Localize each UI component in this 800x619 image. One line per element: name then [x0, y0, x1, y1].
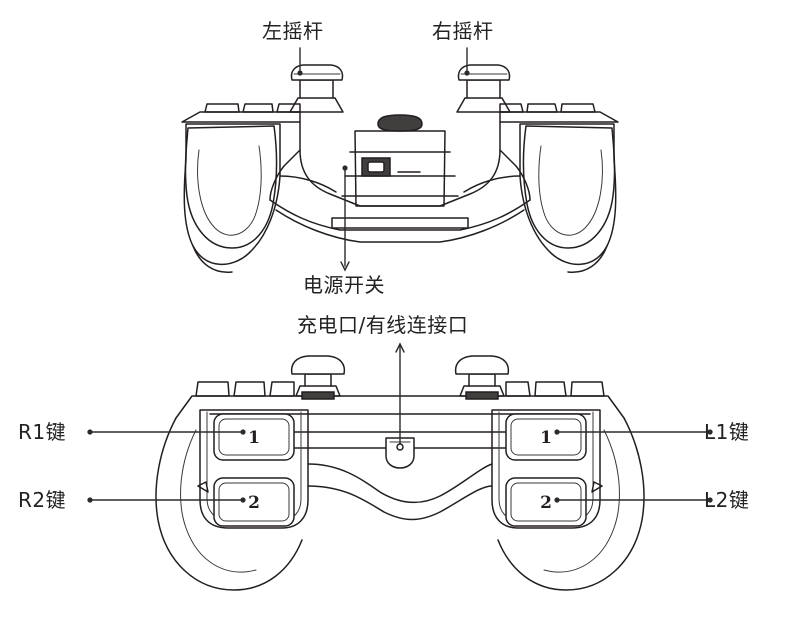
label-r2-button: R2键 — [18, 488, 67, 512]
button-label-l2-number: 2 — [540, 493, 552, 513]
top-view-group — [181, 64, 619, 273]
label-l1-button: L1键 — [704, 420, 750, 444]
button-label-r1-number: 1 — [248, 428, 260, 448]
rear-view-group: 1 2 1 2 — [155, 355, 645, 591]
button-label-r2-number: 2 — [248, 493, 260, 513]
leader-lines-group — [87, 47, 713, 503]
label-left-stick: 左摇杆 — [262, 19, 324, 43]
label-r1-button: R1键 — [18, 420, 67, 444]
button-label-l1-number: 1 — [540, 428, 552, 448]
label-power-switch: 电源开关 — [303, 273, 385, 297]
label-l2-button: L2键 — [704, 488, 750, 512]
label-right-stick: 右摇杆 — [432, 19, 494, 43]
label-charge-port: 充电口/有线连接口 — [297, 313, 469, 337]
